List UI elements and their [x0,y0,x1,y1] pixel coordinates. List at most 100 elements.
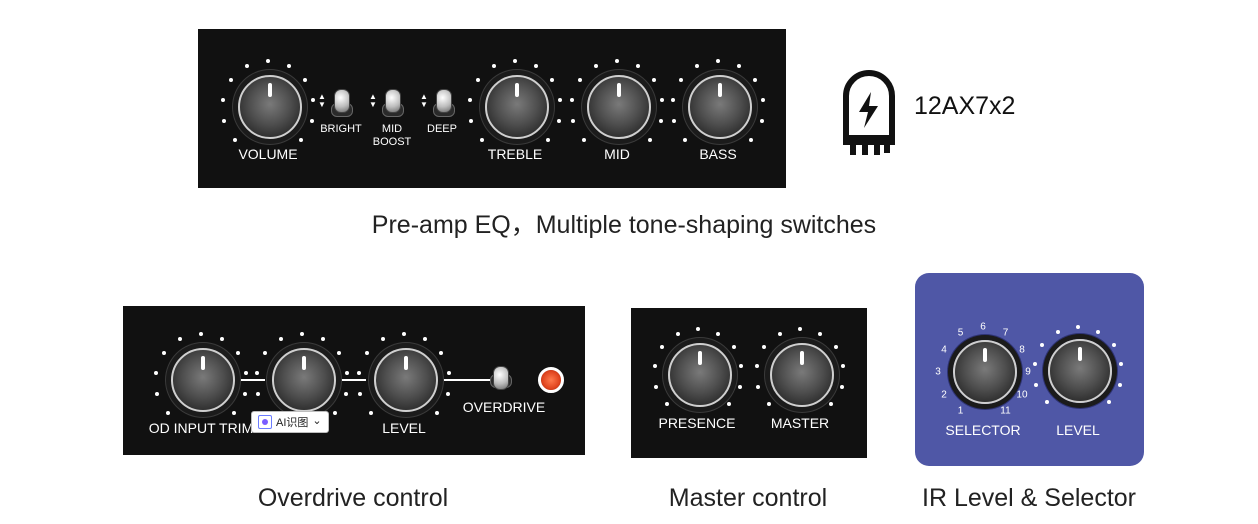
od-gain-knob[interactable] [272,348,336,412]
scale-dot [676,331,681,336]
master-knob[interactable] [770,343,834,407]
scale-dot [1107,400,1112,405]
bright-label: BRIGHT [320,123,362,135]
scale-dot [364,350,369,355]
deep-toggle[interactable] [436,89,452,113]
scale-dot [647,137,652,142]
bright-toggle[interactable] [334,89,350,113]
scale-dot [1111,343,1116,348]
scale-dot [839,384,844,389]
scale-dot [233,137,238,142]
scale-dot [303,77,308,82]
scale-dot [761,97,766,102]
od-input-trim-knob[interactable] [171,348,235,412]
scale-dot [513,59,517,63]
scale-dot [660,97,665,102]
scale-dot [266,59,270,63]
deep-arrows-icon: ▲▼ [420,92,428,109]
ir-selector-knob[interactable] [953,340,1017,404]
ir-caption: IR Level & Selector [922,484,1136,512]
mid-boost-toggle[interactable] [385,89,401,113]
preamp-panel: VOLUME ▲▼ BRIGHT ▲▼ MID BOOST ▲▼ DEEP TR… [198,29,786,188]
mid-knob[interactable] [587,75,651,139]
scale-dot [759,119,764,124]
scale-dot [356,370,361,375]
scale-dot [492,64,497,69]
od-level-knob[interactable] [374,348,438,412]
scale-dot [475,77,480,82]
scale-dot [654,384,659,389]
scale-dot [829,402,834,407]
od-input-trim-label: OD INPUT TRIM [148,420,254,436]
overdrive-caption: Overdrive control [257,484,449,512]
treble-label: TREBLE [487,146,543,162]
scale-dot [1095,329,1100,334]
scale-dot [748,137,753,142]
ai-recognize-badge[interactable]: AI识图 ⌄ [251,411,329,433]
chevron-down-icon: ⌄ [312,414,322,427]
scale-dot [1034,382,1039,387]
scale-dot [343,392,348,397]
scale-dot [550,77,555,82]
mid-boost-arrows-icon: ▲▼ [369,92,377,109]
presence-knob[interactable] [668,343,732,407]
scale-dot [1117,382,1122,387]
scale-dot [1032,362,1037,367]
volume-knob[interactable] [238,75,302,139]
scale-dot [753,77,758,82]
selector-position-number: 6 [980,321,986,333]
scale-dot [678,77,683,82]
scale-dot [480,137,485,142]
deep-label: DEEP [427,123,457,135]
scale-dot [577,77,582,82]
scale-dot [754,364,759,369]
mid-boost-label-line1: MID [381,123,403,135]
master-panel: PRESENCE MASTER [631,308,867,458]
tube-lightning-icon [843,70,895,155]
mid-boost-label-line2: BOOST [372,136,412,148]
scale-dot [660,345,665,350]
od-connector-line-2 [336,379,366,381]
scale-dot [300,332,304,336]
scale-dot [798,327,802,331]
scale-dot [222,119,227,124]
selector-position-number: 1 [957,405,964,417]
scale-dot [571,119,576,124]
scale-dot [683,137,688,142]
volume-label: VOLUME [238,146,298,162]
scale-dot [337,350,342,355]
scale-dot [716,59,720,63]
ir-level-label: LEVEL [1056,422,1100,438]
scale-dot [231,410,236,415]
ai-badge-label: AI识图 [276,417,309,429]
scale-dot [469,119,474,124]
scale-dot [228,77,233,82]
overdrive-led-indicator [538,367,564,393]
scale-dot [219,337,224,342]
bright-arrows-icon: ▲▼ [318,92,326,109]
treble-knob[interactable] [485,75,549,139]
scale-dot [558,97,563,102]
preamp-caption: Pre-amp EQ，Multiple tone-shaping switche… [371,211,877,239]
scale-dot [402,332,406,336]
ai-sparkle-icon [258,415,272,429]
scale-dot [439,350,444,355]
scale-dot [766,402,771,407]
scale-dot [244,370,249,375]
scale-dot [762,345,767,350]
scale-dot [652,77,657,82]
scale-dot [467,97,472,102]
scale-dot [672,119,677,124]
overdrive-toggle[interactable] [493,366,509,390]
selector-position-number: 4 [941,344,947,355]
scale-dot [545,137,550,142]
selector-position-number: 11 [1000,405,1011,417]
scale-dot [615,59,619,63]
scale-dot [696,327,700,331]
bass-knob[interactable] [688,75,752,139]
od-connector-line-1 [235,379,265,381]
scale-dot [199,332,203,336]
overdrive-label: OVERDRIVE [462,399,546,415]
ir-level-knob[interactable] [1048,339,1112,403]
scale-dot [381,337,386,342]
